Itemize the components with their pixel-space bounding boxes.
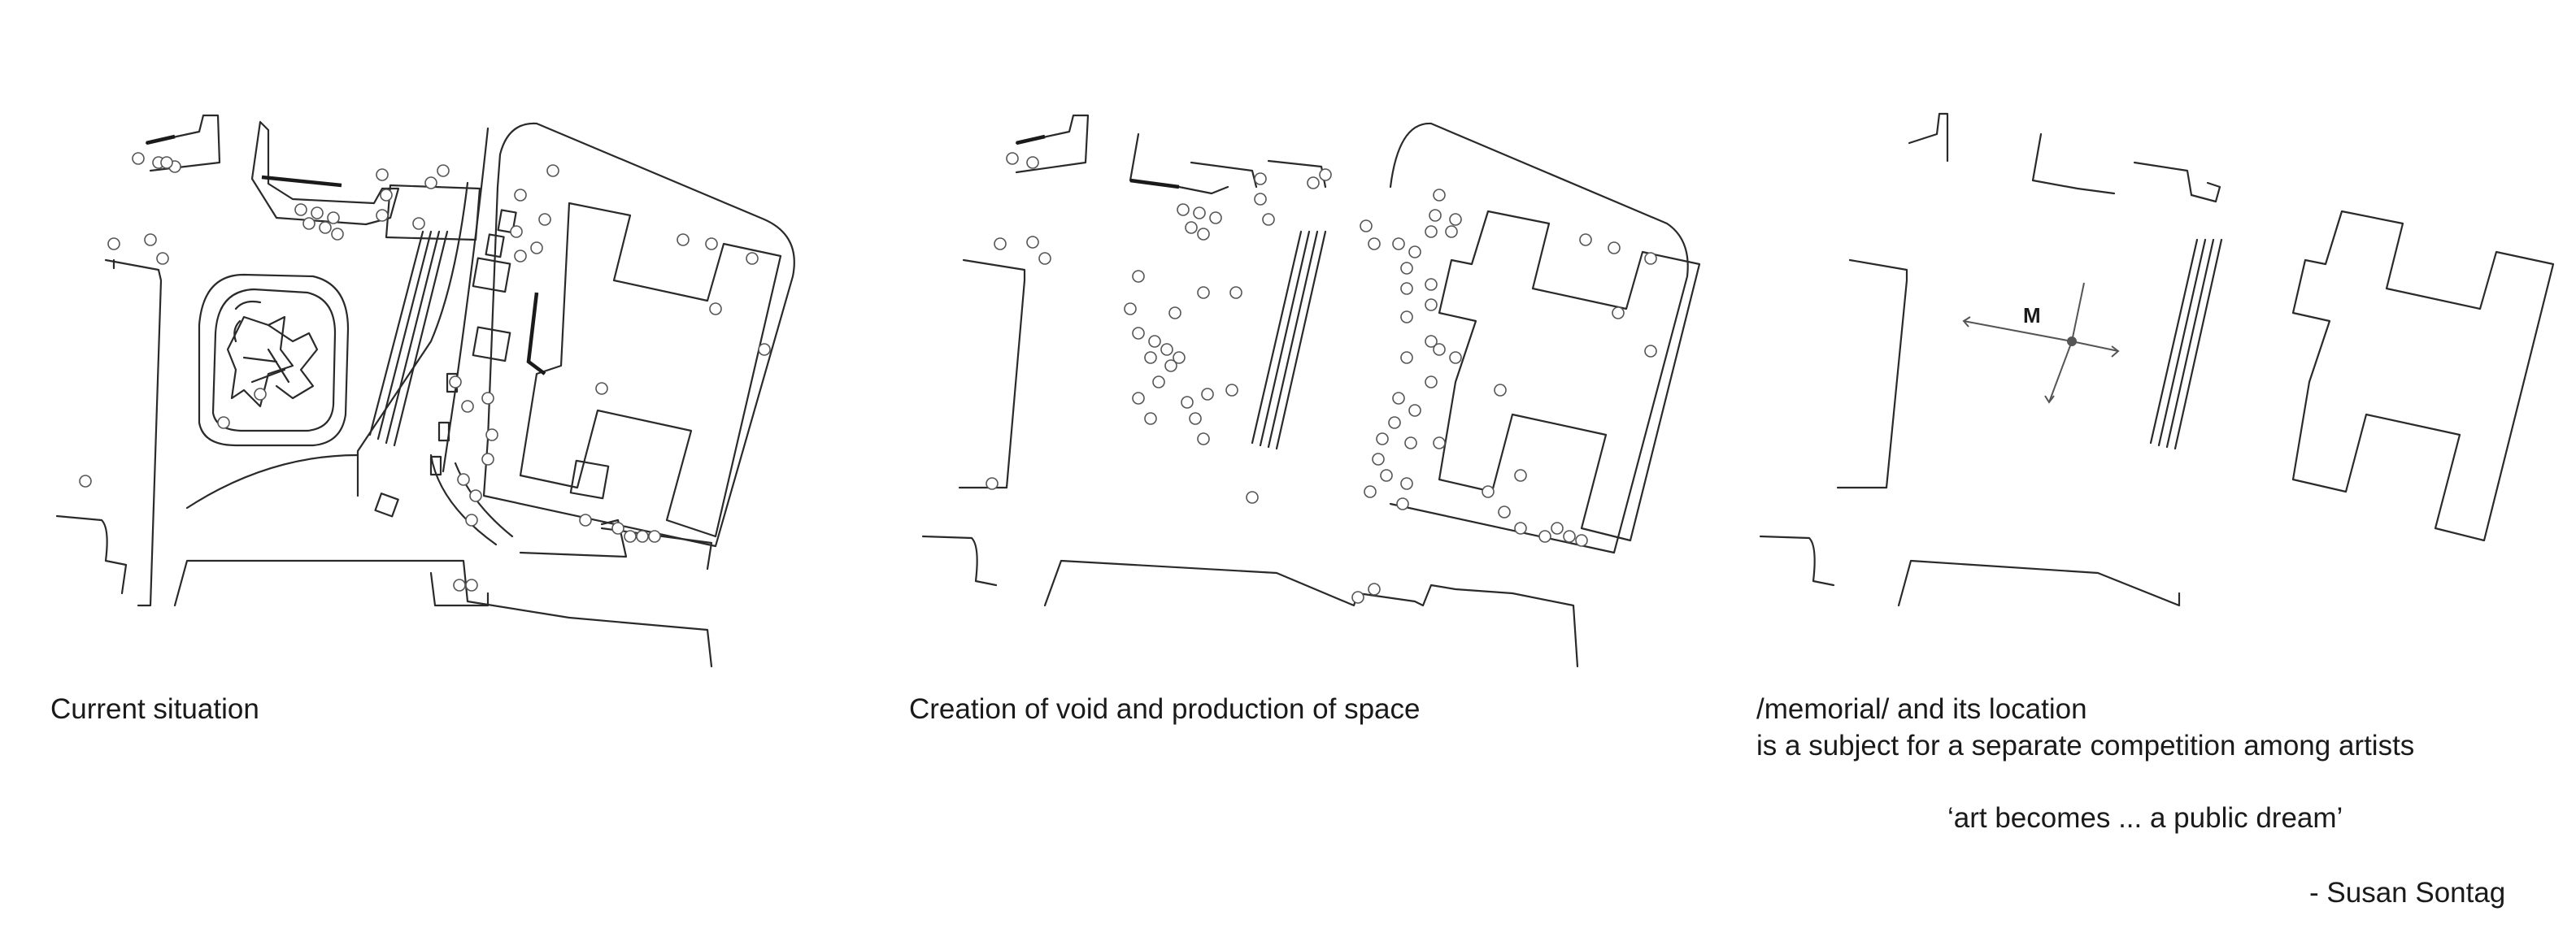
roundabout-outer	[198, 273, 350, 447]
right-block-outline	[1389, 122, 1689, 554]
h-building-outline	[1438, 210, 1701, 542]
memorial-marker	[1962, 282, 2120, 404]
caption-current-situation: Current situation	[50, 693, 259, 725]
top-middle-block-outline	[1129, 132, 1229, 195]
h-building-outline	[2291, 210, 2555, 542]
site-plan-current	[55, 114, 795, 668]
top-left-block-outline	[1015, 114, 1090, 174]
top-left-block-outline	[145, 114, 221, 172]
bottom-left-block	[1759, 535, 1835, 587]
tram-rails	[2149, 238, 2223, 450]
top-left-block-outline	[1908, 112, 1949, 163]
parking-boxes	[374, 209, 610, 518]
left-block-outline	[104, 258, 163, 607]
left-block-outline	[1836, 258, 1908, 489]
caption-memorial-line2: is a subject for a separate competition …	[1756, 730, 2415, 762]
panel-memorial: M /memorial/ and its location is a subje…	[1724, 0, 2576, 946]
trees	[79, 152, 771, 592]
h-building-outline	[519, 202, 782, 538]
left-block-outline	[958, 258, 1026, 489]
caption-creation-of-void: Creation of void and production of space	[909, 693, 1421, 725]
right-block-outline	[482, 122, 795, 548]
site-plan-void	[921, 114, 1701, 668]
bottom-middle-block	[1897, 559, 2181, 607]
quote-author: - Susan Sontag	[2309, 877, 2506, 909]
top-middle-block-outline	[2031, 132, 2116, 195]
trees	[986, 152, 1657, 604]
tram-rails	[368, 230, 449, 447]
panel-current-situation: Current situation	[0, 0, 859, 946]
curved-road	[185, 453, 359, 510]
site-plan-memorial: M	[1759, 112, 2555, 607]
memorial-marker-label: M	[2023, 303, 2041, 328]
roundabout-garden-pattern	[226, 300, 319, 408]
caption-memorial-line1: /memorial/ and its location	[1756, 693, 2087, 725]
bottom-left-block	[921, 535, 998, 587]
tram-rails	[1251, 230, 1327, 450]
h-building-thick-edge	[526, 292, 546, 375]
bottom-left-block	[55, 514, 128, 595]
bottom-middle-block	[173, 559, 713, 668]
bottom-middle-block	[1043, 559, 1579, 668]
sontag-quote: ‘art becomes ... a public dream’	[1947, 802, 2343, 834]
panel-creation-of-void: Creation of void and production of space	[870, 0, 1729, 946]
